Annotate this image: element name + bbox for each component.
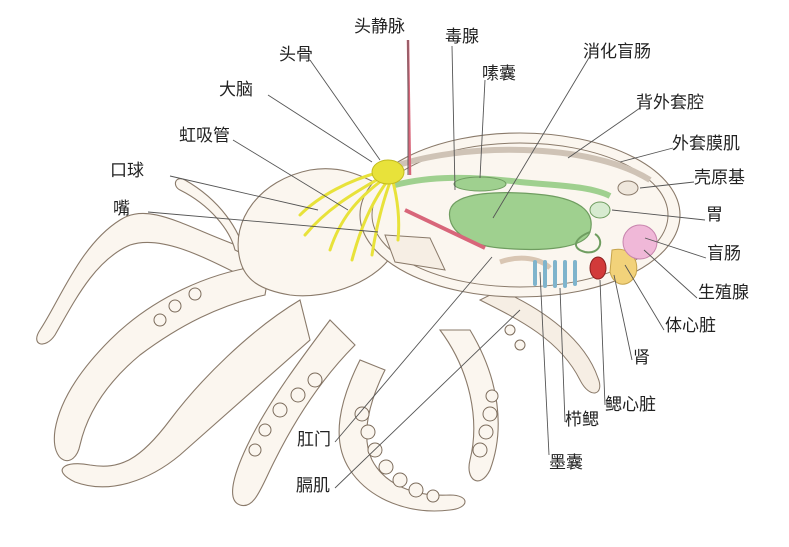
label-dorsal-mantle-cavity: 背外套腔: [636, 93, 704, 113]
label-systemic-heart: 体心脏: [665, 316, 716, 336]
arms: [36, 178, 601, 512]
arm-lower-left-long: [61, 299, 311, 488]
mantle-cavity-line: [371, 142, 669, 288]
suckers: [153, 287, 526, 503]
label-crop: 嗉囊: [482, 64, 516, 84]
esophagus: [394, 174, 612, 199]
label-beak: 嘴: [113, 199, 130, 219]
arm-bottom-long: [338, 359, 466, 512]
label-branchial-heart: 鳃心脏: [605, 395, 656, 415]
label-stomach: 胃: [706, 205, 723, 225]
shell-remnant-shape: [617, 180, 639, 196]
label-mantle-muscle: 外套膜肌: [672, 134, 740, 154]
label-septum-muscle: 膈肌: [296, 476, 330, 496]
crop-shape: [453, 176, 507, 192]
label-head-cartilage: 头骨: [279, 45, 313, 65]
label-head-vein: 头静脉: [354, 17, 405, 37]
label-anus: 肛门: [297, 430, 331, 450]
gills-shape: [533, 260, 577, 288]
label-gonad: 生殖腺: [698, 283, 749, 303]
label-ink-gland: 毒腺: [445, 27, 479, 47]
arm-right-loop: [438, 329, 499, 482]
organs: [298, 159, 658, 288]
siphon-shape: [384, 234, 446, 271]
arm-upper-left: [36, 212, 251, 345]
label-kidney: 肾: [633, 348, 650, 368]
intestine: [575, 231, 602, 254]
label-caecum: 盲肠: [707, 244, 741, 264]
arm-front-curved: [232, 319, 356, 507]
ink-sac-shape: [499, 255, 552, 270]
label-shell-remnant: 壳原基: [694, 168, 745, 188]
stomach-shape: [589, 201, 611, 219]
ink-duct: [404, 208, 486, 250]
gonad-shape: [622, 224, 658, 260]
arm-left-long: [53, 264, 271, 462]
label-digestive-caecum: 消化盲肠: [583, 42, 651, 62]
label-gill: 栉鳃: [565, 410, 599, 430]
arm-back-right: [478, 289, 601, 394]
branchial-heart-shape: [589, 256, 607, 280]
label-siphon: 虹吸管: [179, 126, 230, 146]
leader-lines: [147, 40, 707, 489]
brain-shape: [371, 159, 405, 185]
label-buccal-mass: 口球: [110, 161, 144, 181]
label-brain: 大脑: [219, 80, 253, 100]
dorsal-mantle-cavity: [388, 146, 652, 183]
label-ink-sac: 墨囊: [549, 453, 583, 473]
